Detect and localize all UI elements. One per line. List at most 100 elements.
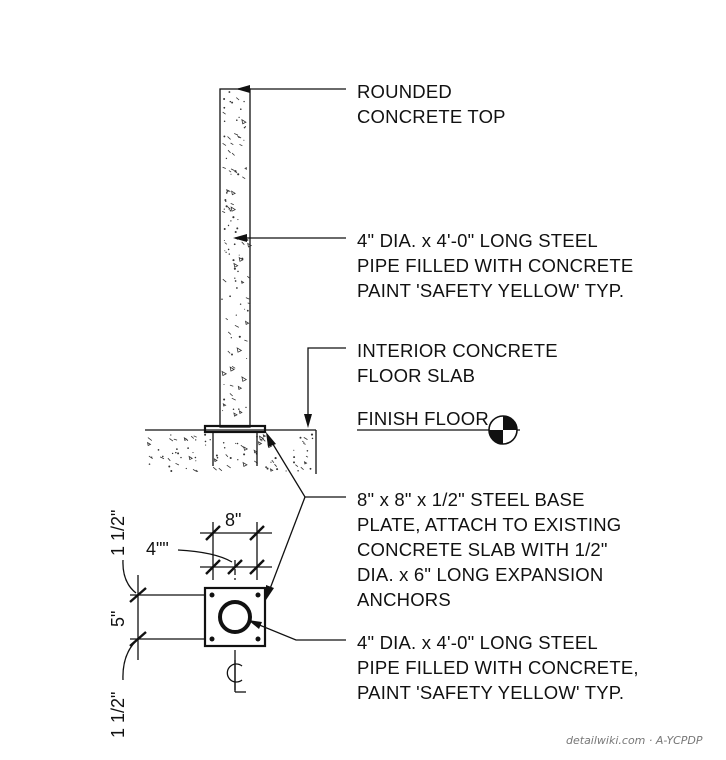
note-rounded-top-line1: ROUNDED (357, 81, 452, 102)
concrete-speck (233, 243, 236, 246)
concrete-speck (230, 337, 232, 339)
concrete-speck (285, 470, 287, 472)
concrete-speck (188, 455, 194, 461)
concrete-speck (244, 126, 247, 128)
concrete-speck (243, 126, 246, 129)
concrete-speck (274, 457, 277, 460)
concrete-speck (185, 467, 187, 470)
concrete-speck (293, 461, 295, 464)
concrete-speck (227, 248, 230, 251)
note-base-plate-line1: 8" x 8" x 1/2" STEEL BASE (357, 489, 585, 510)
concrete-speck (226, 464, 231, 469)
concrete-speck (186, 439, 189, 441)
concrete-speck (237, 459, 239, 461)
concrete-speck (237, 135, 242, 139)
concrete-speck (167, 457, 171, 462)
base-plate-elevation (203, 424, 267, 466)
concrete-speck (297, 469, 299, 472)
concrete-speck (223, 208, 225, 210)
concrete-speck (241, 257, 244, 260)
concrete-speck (274, 463, 278, 467)
dim-label-edge-top: 1 1/2" (108, 510, 128, 556)
concrete-speck (228, 91, 231, 93)
concrete-speck (224, 250, 226, 252)
note-rounded-top-line2: CONCRETE TOP (357, 106, 506, 127)
concrete-speck (261, 440, 263, 442)
note-base-plate-line3: CONCRETE SLAB WITH 1/2" (357, 539, 608, 560)
concrete-speck (269, 468, 274, 472)
finish-floor-marker (357, 415, 520, 445)
dim-pipe-dia (177, 549, 272, 575)
watermark: detailwiki.com · A-YCPDP (566, 734, 703, 747)
concrete-speck (195, 439, 197, 441)
leader-slab (304, 347, 346, 428)
concrete-speck (231, 353, 233, 356)
concrete-speck (276, 468, 279, 471)
concrete-speck (230, 206, 237, 212)
concrete-speck (244, 308, 246, 310)
concrete-speck (243, 100, 245, 103)
concrete-speck (253, 449, 258, 454)
concrete-speck (303, 461, 308, 465)
concrete-speck (246, 309, 249, 312)
concrete-speck (195, 460, 197, 462)
concrete-speck (225, 205, 228, 208)
concrete-speck (175, 451, 177, 454)
concrete-speck (192, 452, 194, 454)
centerline-symbol (226, 660, 246, 693)
concrete-speck (238, 116, 240, 119)
concrete-speck (187, 447, 189, 449)
concrete-speck (227, 206, 231, 210)
concrete-speck (303, 437, 308, 440)
concrete-speck (234, 277, 236, 279)
concrete-speck (262, 438, 266, 442)
concrete-speck (213, 458, 218, 463)
concrete-speck (235, 314, 237, 316)
concrete-speck (157, 449, 160, 451)
concrete-speck (236, 347, 243, 353)
concrete-speck (241, 241, 245, 245)
base-plate-plan (203, 560, 267, 690)
concrete-speck (234, 230, 237, 234)
concrete-speck (236, 119, 238, 121)
concrete-speck (147, 437, 153, 441)
concrete-speck (236, 287, 238, 289)
concrete-speck (223, 228, 226, 230)
concrete-speck (244, 339, 248, 342)
concrete-speck (148, 455, 153, 460)
concrete-speck (306, 450, 309, 452)
concrete-speck (218, 467, 223, 472)
concrete-speck (225, 251, 227, 253)
concrete-speck (247, 242, 253, 248)
concrete-speck (223, 120, 226, 123)
concrete-speck (228, 170, 232, 173)
concrete-speck (228, 253, 231, 255)
note-slab-line1: INTERIOR CONCRETE (357, 340, 558, 361)
concrete-speck (238, 410, 243, 415)
concrete-speck (225, 317, 229, 321)
concrete-speck (225, 157, 228, 160)
concrete-speck (234, 170, 237, 173)
concrete-speck (295, 464, 299, 468)
dim-label-edge-bottom: 1 1/2" (108, 692, 128, 738)
concrete-speck (229, 393, 233, 397)
concrete-speck (224, 199, 227, 201)
concrete-speck (244, 320, 250, 325)
concrete-speck (225, 192, 228, 194)
concrete-speck (240, 108, 242, 110)
concrete-speck (237, 219, 239, 221)
concrete-speck (223, 135, 226, 138)
concrete-speck (147, 441, 152, 447)
concrete-speck (230, 220, 232, 222)
concrete-speck (241, 376, 248, 382)
concrete-speck (239, 303, 242, 305)
concrete-speck (240, 280, 245, 284)
concrete-speck (271, 459, 275, 463)
concrete-speck (234, 280, 237, 282)
note-base-plate-line4: DIA. x 6" LONG EXPANSION (357, 564, 603, 585)
concrete-speck (171, 452, 174, 455)
concrete-speck (223, 398, 226, 401)
concrete-speck (168, 465, 171, 468)
concrete-speck (175, 462, 180, 466)
concrete-speck (246, 357, 248, 360)
